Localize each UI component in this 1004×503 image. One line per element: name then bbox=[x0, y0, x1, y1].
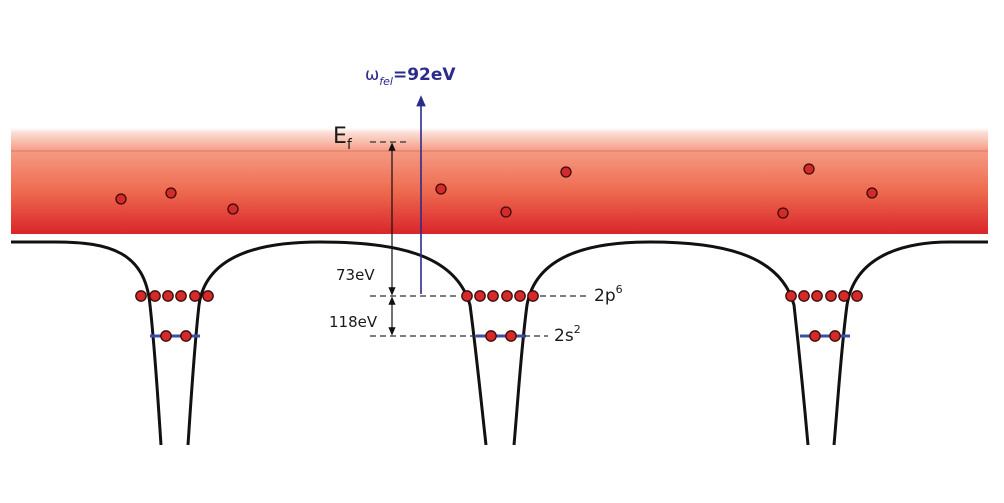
potential-curves bbox=[11, 240, 988, 446]
free-electron bbox=[803, 163, 815, 175]
core-electron-2p bbox=[189, 290, 201, 302]
dashed-lines bbox=[370, 141, 588, 337]
level-2s-superscript: 2 bbox=[574, 323, 581, 336]
conduction-band bbox=[11, 128, 988, 234]
fermi-main: E bbox=[333, 124, 347, 149]
photon-energy-label: ωfel=92eV bbox=[365, 65, 456, 88]
core-electron-2p bbox=[851, 290, 863, 302]
core-electron-2p bbox=[501, 290, 513, 302]
core-electron-2s bbox=[829, 330, 841, 342]
photon-value: =92eV bbox=[393, 65, 456, 85]
core-electron-2p bbox=[202, 290, 214, 302]
free-electron bbox=[777, 207, 789, 219]
core-electrons-2s bbox=[160, 330, 841, 342]
photon-subscript: fel bbox=[379, 75, 393, 88]
potential-curve-well2-right bbox=[512, 240, 810, 446]
core-electron-2p bbox=[825, 290, 837, 302]
core-electron-2p bbox=[798, 290, 810, 302]
core-electron-2p bbox=[474, 290, 486, 302]
core-electron-2p bbox=[461, 290, 473, 302]
core-electron-2p bbox=[487, 290, 499, 302]
level-2p-label: 2p6 bbox=[594, 283, 623, 306]
free-electrons bbox=[115, 163, 878, 219]
photon-symbol: ω bbox=[365, 65, 379, 85]
core-electron-2p bbox=[811, 290, 823, 302]
core-electron-2p bbox=[135, 290, 147, 302]
core-electron-2p bbox=[175, 290, 187, 302]
core-electron-2s bbox=[809, 330, 821, 342]
core-electron-2p bbox=[149, 290, 161, 302]
potential-curve-left-edge bbox=[11, 240, 163, 446]
core-electron-2s bbox=[485, 330, 497, 342]
core-electron-2p bbox=[527, 290, 539, 302]
level-2s-main: 2s bbox=[554, 326, 574, 346]
free-electron bbox=[227, 203, 239, 215]
potential-curve-well1-right bbox=[186, 240, 488, 446]
fermi-level-label: Ef bbox=[333, 124, 353, 153]
level-2s-label: 2s2 bbox=[554, 323, 581, 346]
core-electrons-2p bbox=[135, 290, 863, 302]
core-electron-2p bbox=[838, 290, 850, 302]
core-electron-2p bbox=[162, 290, 174, 302]
core-electron-2p bbox=[514, 290, 526, 302]
energy-118-label: 118eV bbox=[329, 313, 378, 331]
level-2p-superscript: 6 bbox=[616, 283, 623, 296]
core-electron-2s bbox=[505, 330, 517, 342]
free-electron bbox=[115, 193, 127, 205]
free-electron bbox=[866, 187, 878, 199]
core-electron-2s bbox=[160, 330, 172, 342]
level-2p-main: 2p bbox=[594, 286, 616, 306]
core-electron-2p bbox=[785, 290, 797, 302]
potential-curve-well3-right bbox=[832, 240, 988, 446]
free-electron bbox=[500, 206, 512, 218]
free-electron bbox=[560, 166, 572, 178]
core-electron-2s bbox=[180, 330, 192, 342]
free-electron bbox=[435, 183, 447, 195]
free-electron bbox=[165, 187, 177, 199]
fermi-subscript: f bbox=[347, 137, 353, 153]
energy-73-label: 73eV bbox=[336, 266, 375, 284]
